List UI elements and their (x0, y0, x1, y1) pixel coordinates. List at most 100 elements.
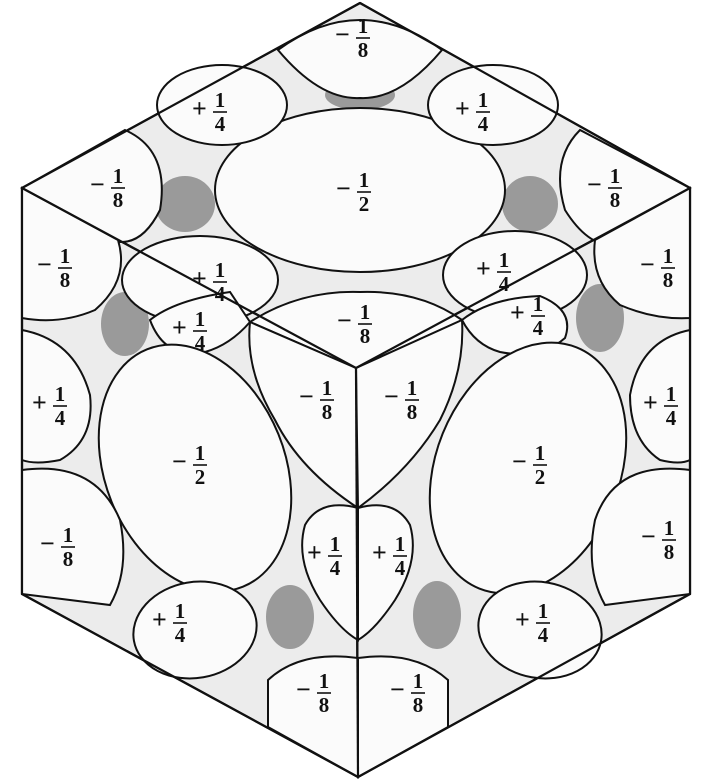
label-denominator: 8 (610, 188, 621, 212)
sphere-right-top-corner (593, 186, 691, 320)
label-numerator: 1 (215, 88, 226, 112)
label-denominator: 4 (499, 272, 510, 296)
label-front-edge-right: +14 (372, 532, 407, 580)
label-sign: − (337, 306, 352, 335)
label-right-top-corner: −18 (640, 244, 675, 292)
label-denominator: 2 (535, 465, 546, 489)
sphere-right-bottom-edge (477, 580, 603, 680)
label-right-outer-edge: +14 (643, 382, 678, 430)
label-numerator: 1 (610, 164, 621, 188)
label-denominator: 8 (322, 400, 333, 424)
label-sign: − (40, 529, 55, 558)
label-sign: + (172, 313, 187, 342)
edge-front-vertical (354, 367, 360, 778)
label-numerator: 1 (195, 441, 206, 465)
label-numerator: 1 (359, 168, 370, 192)
label-sign: + (510, 298, 525, 327)
left-face-spheres (21, 186, 360, 779)
edge-front-left-top (21, 187, 357, 369)
label-front-corner-top: −18 (337, 300, 372, 348)
label-numerator: 1 (63, 523, 74, 547)
sphere-right-face-top-edge (460, 294, 569, 356)
label-numerator: 1 (478, 88, 489, 112)
void-top-left (155, 176, 215, 232)
label-right-bottom-corner: −18 (641, 516, 676, 564)
label-denominator: 8 (407, 400, 418, 424)
void-left-lower (266, 585, 314, 649)
label-right-center: −12 (512, 441, 547, 489)
sphere-left-top-corner (21, 186, 122, 322)
sphere-front-edge-right (357, 504, 414, 642)
label-left-outer-edge: +14 (32, 382, 67, 430)
label-numerator: 1 (538, 599, 549, 623)
label-denominator: 2 (359, 192, 370, 216)
label-top-left-corner: −18 (90, 164, 125, 212)
label-numerator: 1 (360, 300, 371, 324)
label-denominator: 4 (195, 331, 206, 355)
label-denominator: 4 (533, 316, 544, 340)
edge-front-right-top (355, 187, 691, 369)
label-denominator: 8 (360, 324, 371, 348)
label-sign: − (335, 20, 350, 49)
label-denominator: 8 (663, 268, 674, 292)
label-numerator: 1 (60, 244, 71, 268)
label-numerator: 1 (666, 382, 677, 406)
label-denominator: 4 (395, 556, 406, 580)
label-sign: + (32, 388, 47, 417)
label-denominator: 4 (175, 623, 186, 647)
label-sign: − (384, 382, 399, 411)
label-denominator: 8 (319, 693, 330, 717)
right-face-spheres (354, 186, 691, 779)
sphere-top-edge-left (156, 64, 288, 146)
label-denominator: 2 (195, 465, 206, 489)
label-denominator: 8 (60, 268, 71, 292)
void-top-right (502, 176, 558, 232)
sphere-right-front-corner (354, 318, 464, 510)
label-left-center: −12 (172, 441, 207, 489)
label-denominator: 8 (113, 188, 124, 212)
label-numerator: 1 (215, 258, 226, 282)
label-numerator: 1 (55, 382, 66, 406)
label-numerator: 1 (407, 376, 418, 400)
charge-fraction-labels: −18 −12 +14 +14 −18 −18 +14 +14 −18 −18 … (32, 14, 678, 717)
label-right-bottom-edge: +14 (515, 599, 550, 647)
label-top-edge-front-right: +14 (476, 248, 511, 296)
label-sign: − (336, 174, 351, 203)
sphere-front-corner-top (247, 290, 464, 370)
label-sign: + (476, 254, 491, 283)
label-numerator: 1 (358, 14, 369, 38)
label-left-bottom-corner: −18 (40, 523, 75, 571)
label-denominator: 4 (215, 282, 226, 306)
label-denominator: 4 (215, 112, 226, 136)
label-sign: − (512, 447, 527, 476)
label-sign: − (640, 250, 655, 279)
label-denominator: 8 (664, 540, 675, 564)
label-left-front-corner: −18 (299, 376, 334, 424)
label-numerator: 1 (395, 532, 406, 556)
label-sign: − (299, 382, 314, 411)
top-face-spheres (19, 19, 692, 370)
label-sign: − (296, 675, 311, 704)
label-numerator: 1 (195, 307, 206, 331)
label-numerator: 1 (319, 669, 330, 693)
label-left-face-top-edge: +14 (172, 307, 207, 355)
sphere-left-outer-edge (21, 328, 92, 464)
sphere-right-outer-edge (628, 328, 691, 464)
label-denominator: 4 (330, 556, 341, 580)
label-numerator: 1 (113, 164, 124, 188)
sphere-top-left-corner (19, 128, 163, 243)
sphere-top-center (214, 107, 506, 273)
label-top-right-corner: −18 (587, 164, 622, 212)
label-numerator: 1 (322, 376, 333, 400)
label-sign: + (372, 538, 387, 567)
label-denominator: 4 (666, 406, 677, 430)
label-sign: + (515, 605, 530, 634)
label-sign: − (90, 170, 105, 199)
label-right-face-top-edge: +14 (510, 292, 545, 340)
sphere-left-center (97, 343, 293, 593)
label-sign: + (455, 94, 470, 123)
sphere-left-bottom-corner (21, 467, 125, 607)
label-top-corner: −18 (335, 14, 370, 62)
label-sign: + (192, 264, 207, 293)
